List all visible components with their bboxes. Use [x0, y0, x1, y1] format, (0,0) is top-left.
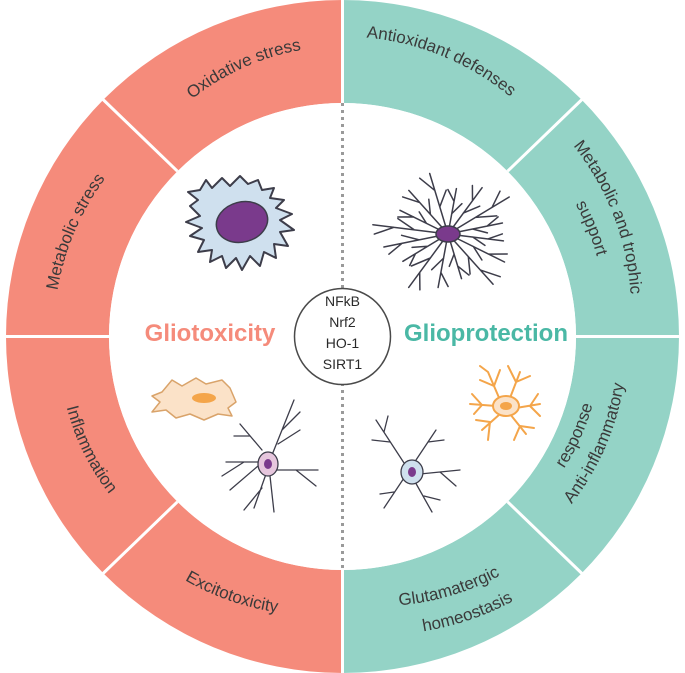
segment-separators	[6, 0, 679, 673]
marker-sirt1: SIRT1	[323, 356, 363, 372]
activated-microglia-icon	[151, 377, 237, 421]
reactive-neuron-icon	[221, 399, 319, 513]
reactive-astrocyte-icon	[185, 175, 295, 271]
glioprotection-title: Glioprotection	[404, 320, 568, 347]
marker-nfkb: NFkB	[325, 293, 360, 309]
ring-right-half	[342, 0, 679, 673]
marker-ho1: HO-1	[326, 335, 360, 351]
ramified-astrocyte-icon	[372, 172, 510, 291]
resting-microglia-icon	[469, 365, 541, 441]
marker-nrf2: Nrf2	[329, 314, 356, 330]
ring-left-half	[6, 0, 343, 673]
healthy-neuron-icon	[371, 415, 461, 513]
gliotoxicity-title: Gliotoxicity	[145, 320, 276, 347]
center-circle	[293, 287, 392, 386]
